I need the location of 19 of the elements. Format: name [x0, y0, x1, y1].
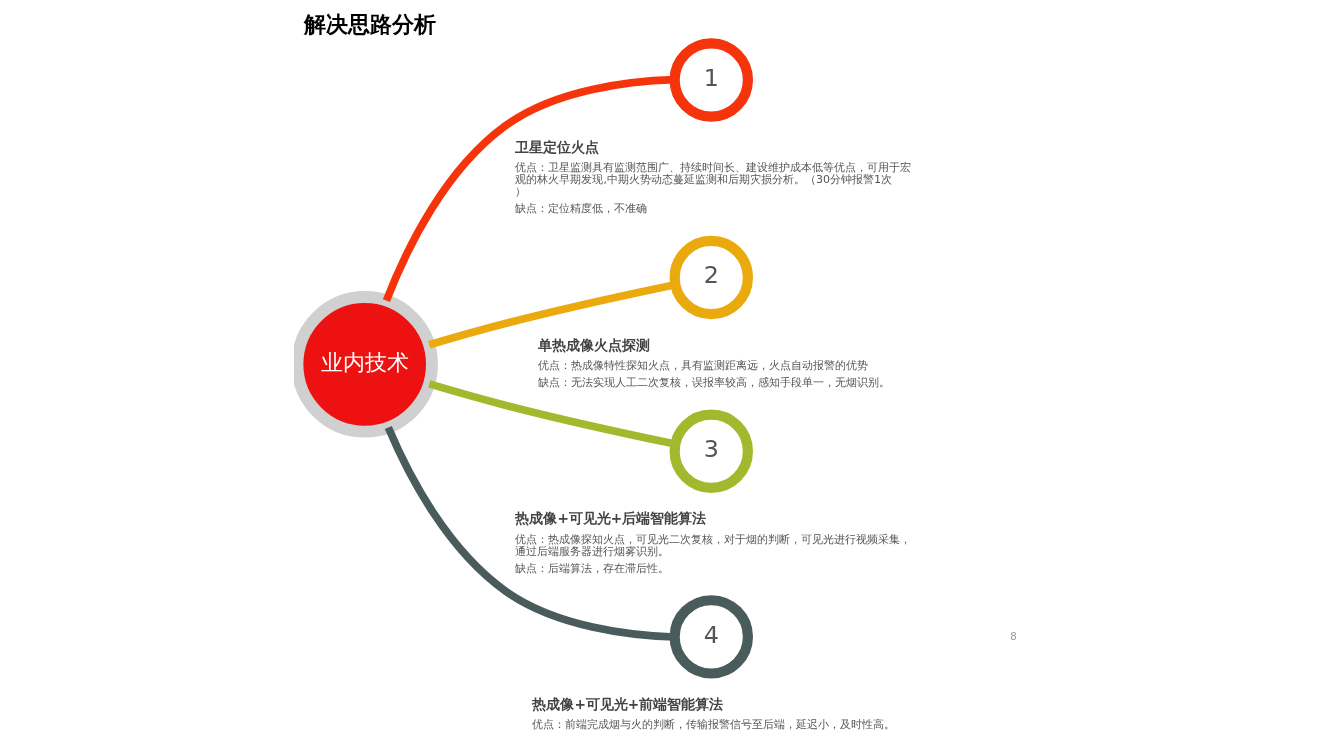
node-label: 热成像+可见光+前端智能算法 [531, 696, 723, 713]
diagram-title: 解决思路分析 [303, 11, 436, 38]
node-label: 热成像+可见光+后端智能算法 [514, 510, 706, 527]
label: 8 [1009, 630, 1017, 642]
node-circle: 1 [669, 38, 753, 122]
node-circle: 业内技术 [293, 291, 438, 438]
connector [384, 425, 675, 641]
node-label: 优点：热成像探知火点，可见光二次复核，对于烟的判断，可见光进行视频采集，通过后端服务器进行烟雾识别。 [514, 532, 911, 558]
node-label: 优点：卫星监测具有监测范围广、持续时间长、建设维护成本低等优点，可用于宏观的林火早期发现,中期火势动态蔓延监测和后期灾损分析。（30分钟报警1次） [514, 161, 911, 199]
node-label: 卫星定位火点 [514, 139, 599, 156]
node-label: 缺点：后端算法，存在滞后性。 [514, 561, 669, 575]
node-label: 优点：热成像特性探知火点，具有监测距离远，火点自动报警的优势 [537, 358, 868, 372]
node-label: 单热成像火点探测 [537, 336, 650, 353]
node-circle: 3 [669, 409, 753, 493]
node-label: 优点：前端完成烟与火的判断，传输报警信号至后端，延迟小，及时性高。 [531, 718, 895, 732]
node-circle: 2 [669, 235, 753, 320]
node-label: 缺点：定位精度低，不准确 [514, 202, 647, 216]
node-circle: 4 [669, 595, 753, 679]
node-label: 缺点：无法实现人工二次复核，误报率较高，感知手段单一，无烟识别。 [537, 375, 890, 389]
